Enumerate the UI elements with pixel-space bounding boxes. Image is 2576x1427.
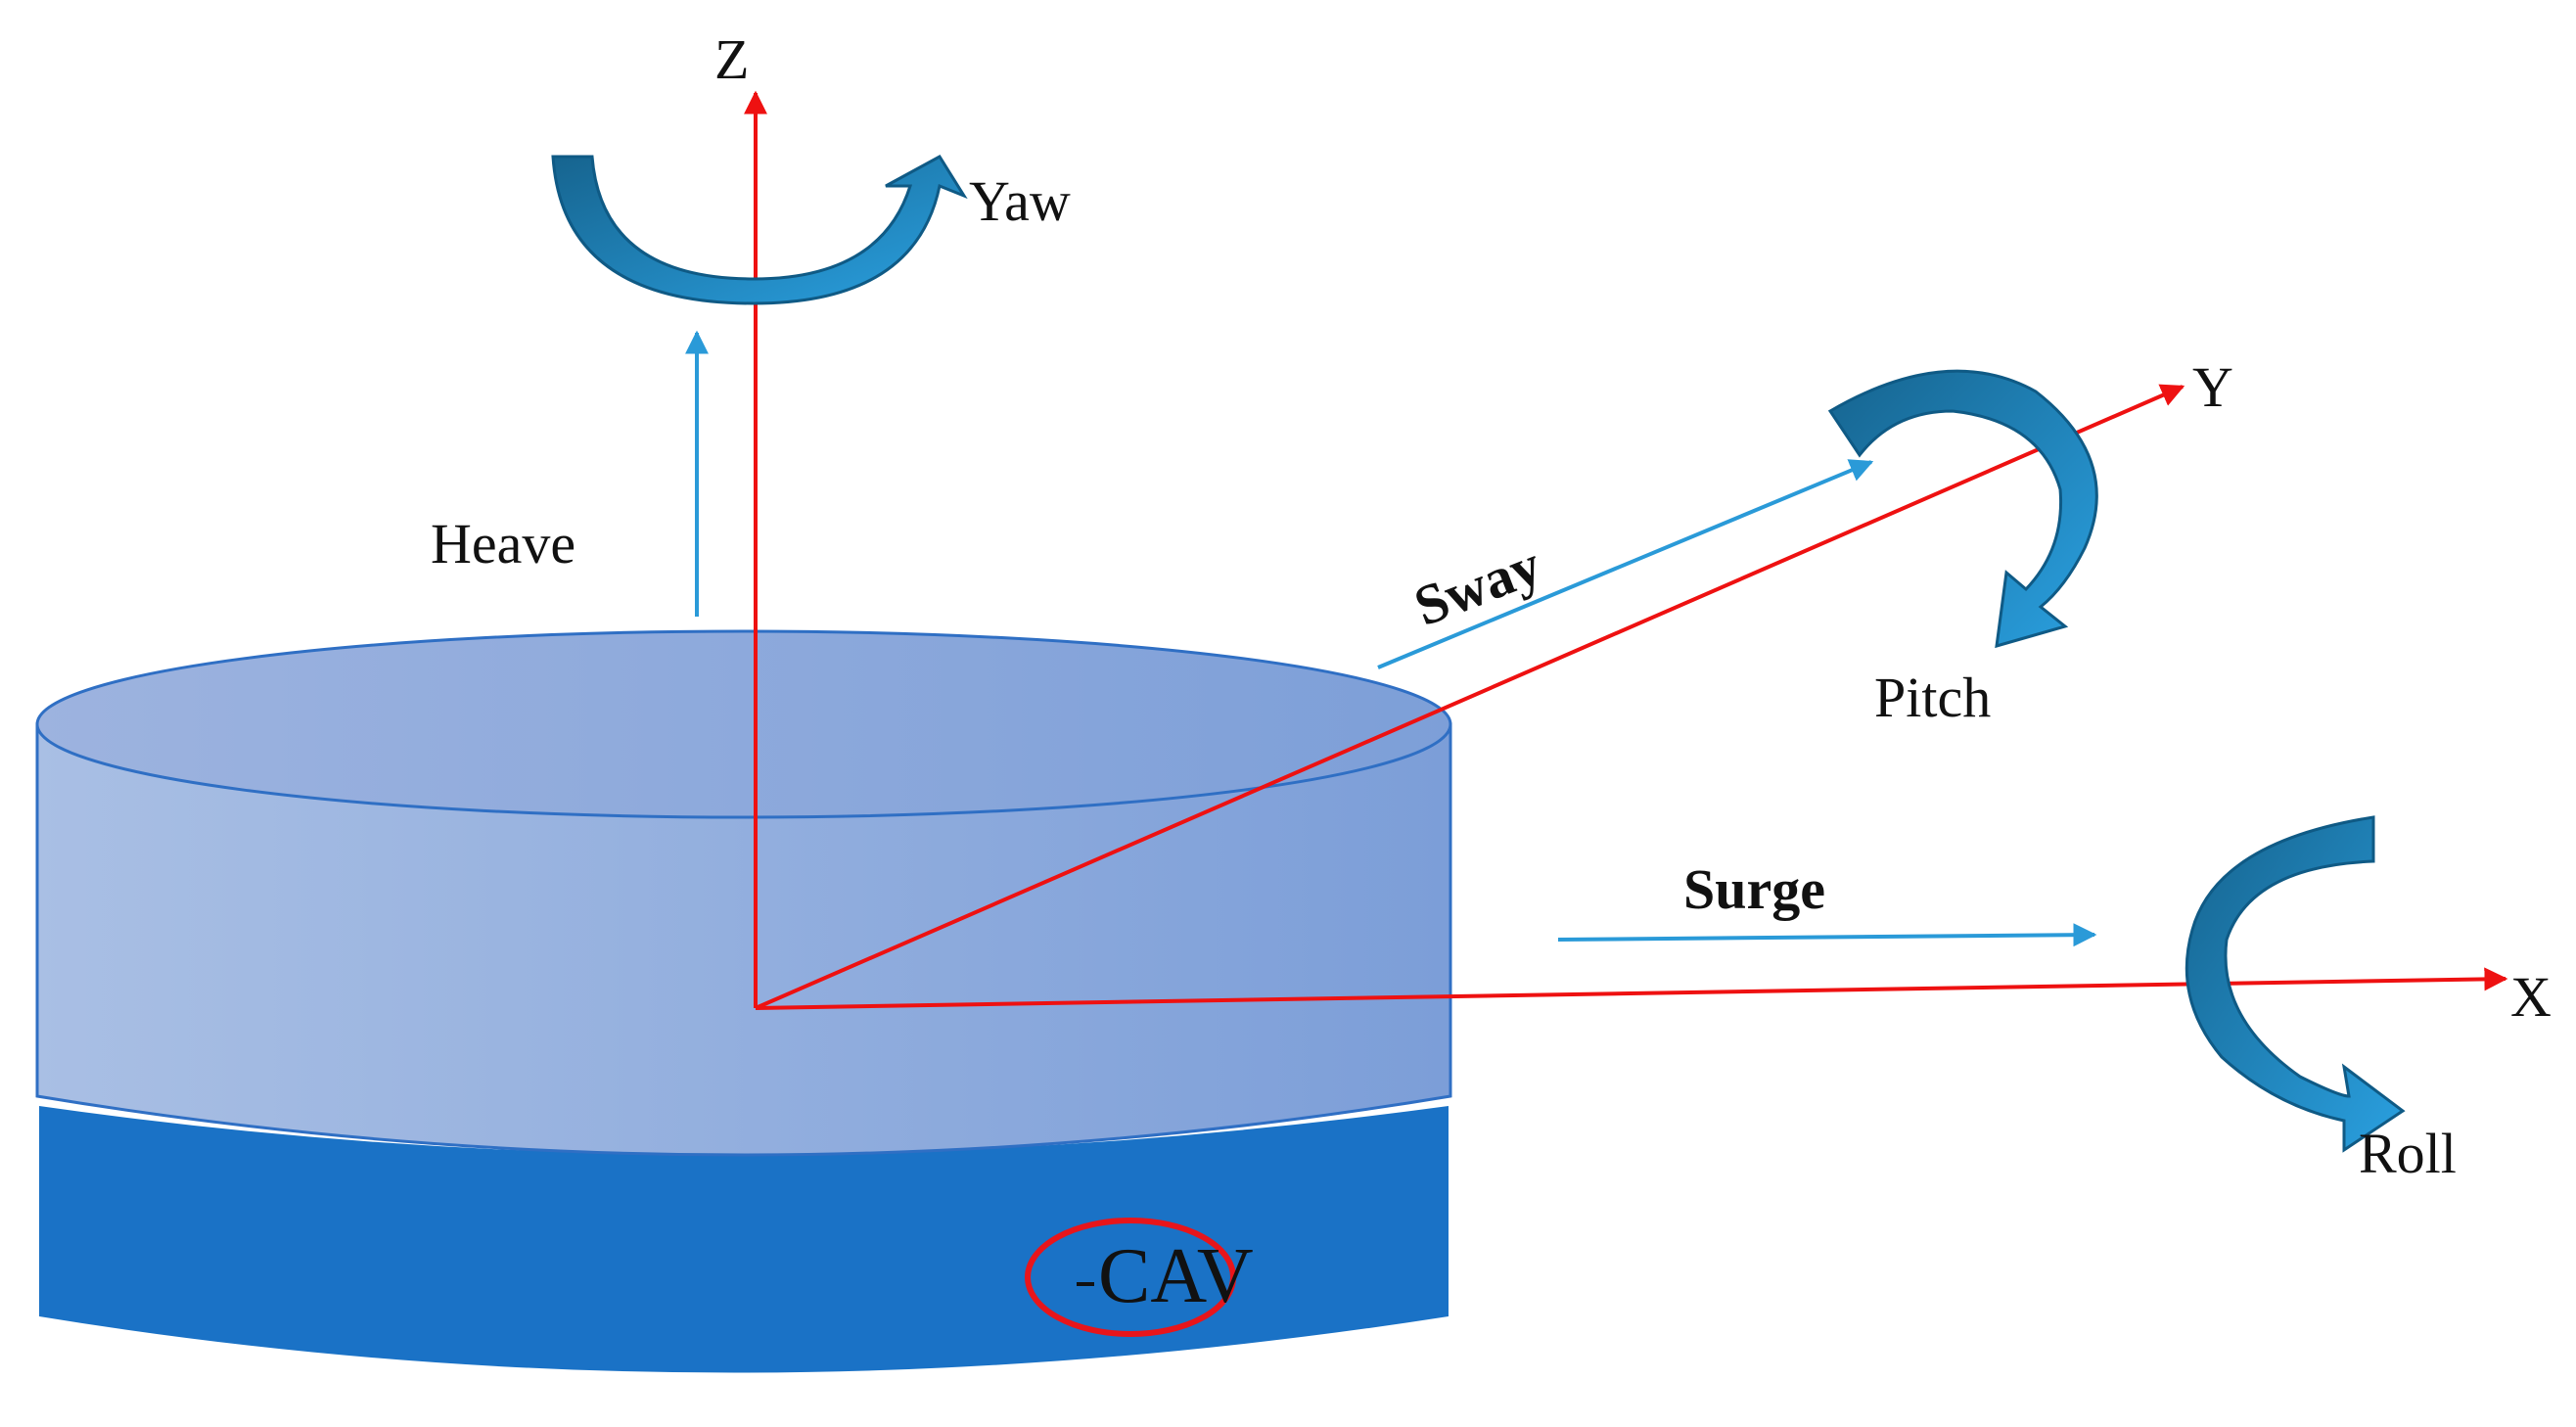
roll-label: Roll <box>2359 1122 2457 1185</box>
cav-badge-ring <box>1025 1218 1236 1337</box>
surge-label: Surge <box>1683 857 1825 921</box>
sway-arrow <box>1377 459 1874 669</box>
cav-badge-label: CAV <box>1098 1233 1254 1319</box>
cylinder <box>35 629 1452 1373</box>
cylinder-top <box>35 629 1452 819</box>
z-axis-label: Z <box>714 27 749 91</box>
cylinder-base <box>39 1106 1449 1373</box>
translation-arrows <box>685 330 2097 947</box>
yaw-label: Yaw <box>969 169 1071 233</box>
pitch-rotation-arrow-icon <box>1827 369 2098 649</box>
pitch-label: Pitch <box>1874 666 1991 729</box>
x-axis-label: X <box>2510 965 2552 1029</box>
sway-label: Sway <box>1405 532 1549 638</box>
roll-rotation-arrow-icon <box>2185 815 2406 1153</box>
surge-arrow <box>1557 923 2097 947</box>
y-axis-label: Y <box>2192 355 2233 419</box>
heave-label: Heave <box>431 512 575 575</box>
yaw-rotation-arrow-icon <box>551 155 968 305</box>
cylinder-body <box>35 722 1452 1157</box>
y-axis-line <box>755 384 2185 1010</box>
